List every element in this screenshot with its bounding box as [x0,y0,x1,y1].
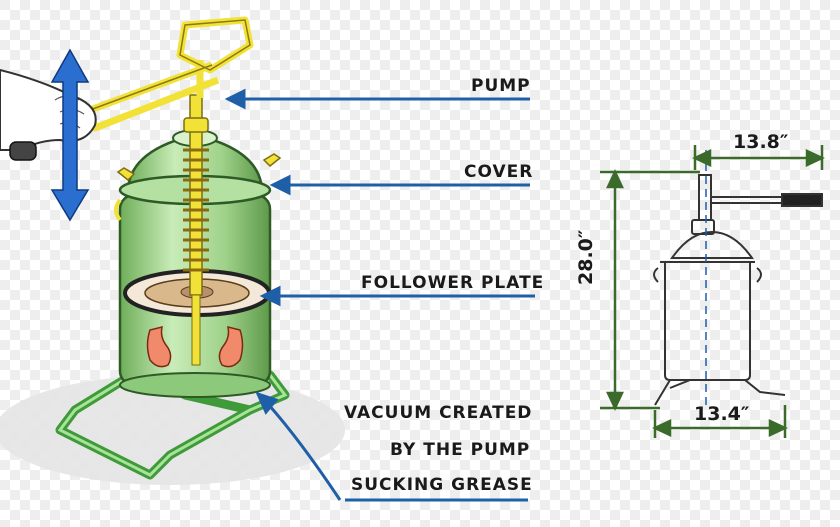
label-vacuum-line2: BY THE PUMP [390,440,531,460]
motion-arrow-icon [50,48,90,222]
dimension-lines [600,145,825,438]
pump-rod [183,94,209,366]
dimension-width-top: 13.8″ [733,131,789,153]
label-vacuum-line1: VACUUM CREATED [344,403,533,423]
label-vacuum-line3: SUCKING GREASE [351,475,533,495]
label-follower-plate: FOLLOWER PLATE [361,273,545,293]
pointer-arrows [224,88,535,502]
technical-drawing [653,174,823,406]
label-pump: PUMP [471,76,531,96]
grease-figures [146,325,244,368]
pump-handle [86,16,254,132]
gloved-hand [0,68,97,161]
dimension-width-bottom: 13.4″ [694,403,750,425]
dimension-height: 28.0″ [575,229,597,285]
label-cover: COVER [464,162,534,182]
